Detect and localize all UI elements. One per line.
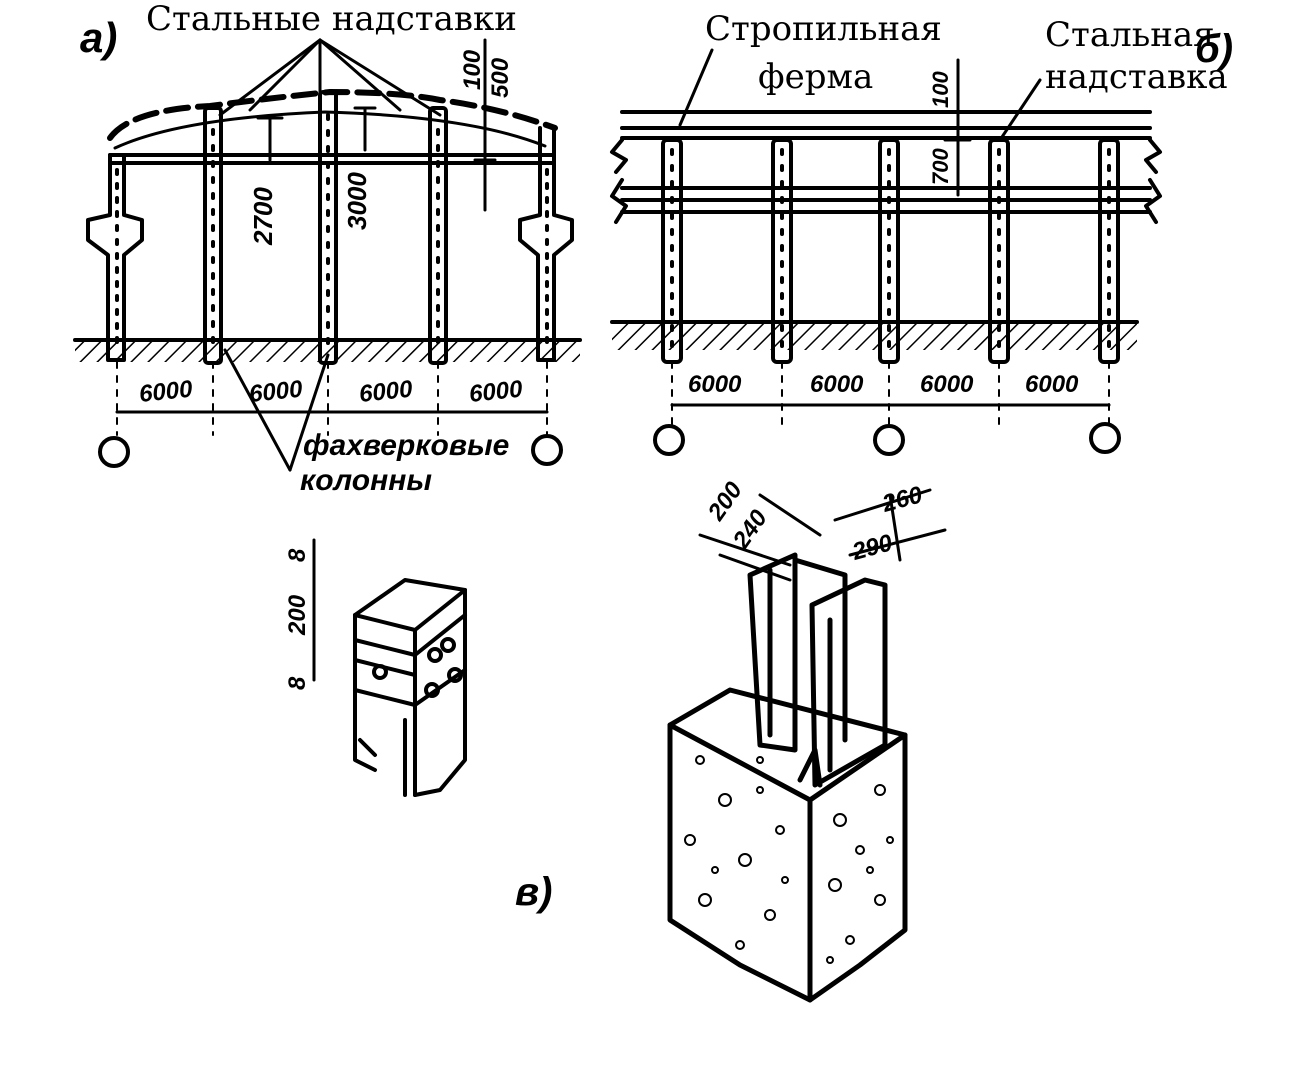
span-a-2: 6000 — [248, 375, 305, 408]
span-a-3: 6000 — [358, 375, 415, 408]
dim-b-700: 700 — [928, 148, 953, 185]
big-dim-260: 260 — [879, 481, 926, 518]
end-column-left — [86, 153, 144, 362]
steel-i-section — [747, 552, 888, 788]
panel-a-caption-top: Стальные надставки — [146, 0, 517, 39]
ground-hatch-b — [612, 322, 1137, 350]
crane-beam — [610, 178, 1162, 224]
axis-marker-a-left — [98, 436, 130, 468]
concrete-texture — [684, 755, 894, 964]
height-dim-lines — [256, 38, 497, 212]
roof-beam — [108, 153, 554, 165]
axis-marker-b-1 — [653, 424, 685, 456]
panel-a: а) Стальные надставки — [73, 0, 582, 497]
span-b-4: 6000 — [1025, 371, 1079, 398]
panel-c-letter: в) — [515, 870, 552, 914]
dim-3000: 3000 — [342, 172, 372, 230]
columns-leader-lines — [223, 348, 330, 472]
concrete-base — [667, 687, 908, 1003]
caption-extension-2: надставка — [1045, 57, 1228, 97]
caption-leader-lines — [218, 38, 442, 117]
axis-marker-b-3 — [1089, 422, 1121, 454]
dim-2700: 2700 — [248, 187, 278, 246]
height-dim-b — [943, 58, 972, 197]
axis-marker-b-2 — [873, 424, 905, 456]
span-b-3: 6000 — [920, 371, 974, 398]
panel-b-letter: б) — [1195, 27, 1233, 71]
big-dim-lines — [698, 488, 947, 582]
panel-c: в) 8 200 8 — [284, 477, 947, 1003]
caption-truss-2: ферма — [758, 57, 873, 97]
span-b-2: 6000 — [810, 371, 864, 398]
axis-marker-a-right — [531, 434, 563, 466]
panel-b: Стропильная ферма Стальная надставка б) — [610, 9, 1233, 456]
caption-extension-1: Стальная — [1045, 15, 1215, 55]
timber-columns-a — [203, 90, 448, 365]
axis-lines-a — [116, 361, 548, 436]
caption-columns-2: колонны — [300, 464, 432, 497]
big-dim-290: 290 — [849, 529, 896, 566]
axis-lines-b — [671, 361, 1110, 426]
span-a-4: 6000 — [468, 375, 525, 408]
span-a-1: 6000 — [138, 375, 195, 408]
small-dim-8-bottom: 8 — [284, 676, 311, 690]
dim-100: 100 — [459, 49, 486, 90]
small-dim-200: 200 — [284, 594, 311, 636]
caption-truss-1: Стропильная — [705, 9, 942, 49]
small-dim-8-top: 8 — [284, 548, 311, 562]
ground-hatch — [75, 340, 580, 362]
dim-500: 500 — [487, 57, 514, 98]
small-column-detail — [353, 578, 467, 797]
arch-inner-line — [113, 110, 547, 150]
caption-columns-1: фахверковые — [303, 429, 509, 462]
dim-b-100: 100 — [928, 71, 953, 108]
panel-a-letter: а) — [80, 14, 117, 61]
span-b-1: 6000 — [688, 371, 742, 398]
